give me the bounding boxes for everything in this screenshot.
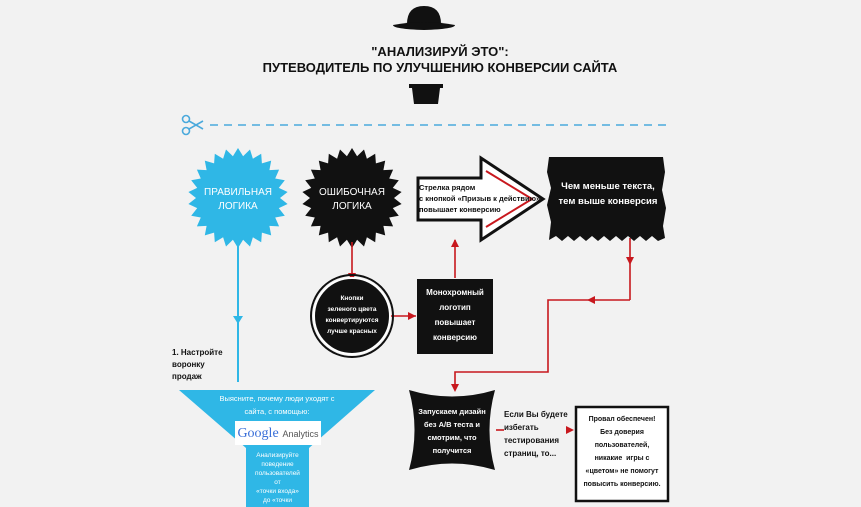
mono-logo-label: Монохромный логотип повышает конверсию — [426, 288, 484, 342]
mono-logo-box — [417, 279, 493, 354]
right-logic-burst — [188, 148, 288, 248]
right-logic-label: ПРАВИЛЬНАЯ ЛОГИКА — [204, 187, 272, 212]
google-analytics-badge — [235, 421, 321, 445]
wrong-logic-label: ОШИБОЧНАЯ ЛОГИКА — [319, 187, 385, 212]
less-text-label: Чем меньше текста, тем выше конверсия — [558, 181, 658, 207]
title-line-2: ПУТЕВОДИТЕЛЬ ПО УЛУЧШЕНИЮ КОНВЕРСИИ САЙТ… — [262, 60, 618, 75]
step1-label: 1. Настройте воронку продаж — [172, 348, 223, 381]
title-line-1: "АНАЛИЗИРУЙ ЭТО": — [371, 44, 509, 59]
green-buttons-label: Кнопки зеленого цвета конвертируются луч… — [325, 295, 379, 335]
google-analytics-logo: Google Analytics — [235, 424, 321, 442]
ab-launch-label: Запускаем дизайн без A/B теста и смотрим… — [418, 407, 486, 455]
funnel-top-label: Выясните, почему люди уходят с сайта, с … — [219, 394, 335, 416]
ab-launch-shape — [409, 390, 495, 470]
less-text-panel — [547, 157, 666, 241]
green-buttons-ring — [310, 274, 394, 358]
green-buttons-circle — [313, 277, 391, 355]
bowler-hat-icon — [393, 6, 455, 30]
hat-icon — [409, 84, 443, 104]
arrow-note-label: Стрелка рядом с кнопкой «Призыв к действ… — [419, 183, 541, 214]
failure-box — [574, 405, 670, 503]
wrong-logic-burst — [302, 148, 402, 248]
analytics-word: Analytics — [282, 429, 319, 439]
funnel — [179, 390, 375, 507]
funnel-bottom-label: Анализируйте поведение пользователей от … — [255, 452, 300, 504]
avoid-testing-label: Если Вы будете избегать тестирования стр… — [504, 410, 568, 458]
arrow-shape — [416, 155, 546, 243]
blue-arrowhead — [233, 316, 243, 324]
scissors-icon — [181, 114, 204, 136]
google-word: Google — [237, 426, 279, 441]
failure-label: Провал обеспечен! Без доверия пользовате… — [583, 416, 661, 488]
